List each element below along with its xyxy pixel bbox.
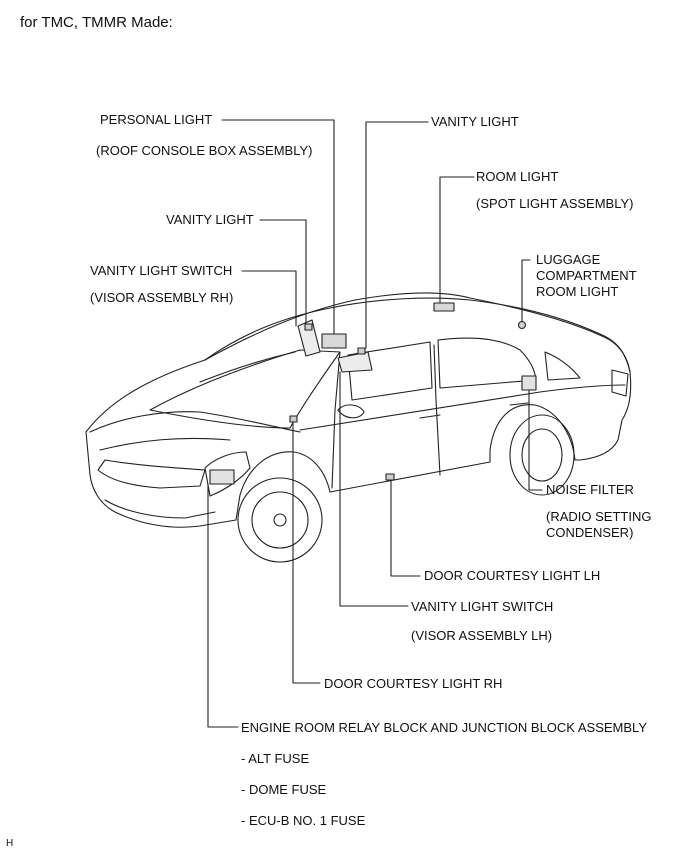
leader-room-light	[439, 176, 475, 304]
label-fuse-ecub: - ECU-B NO. 1 FUSE	[241, 813, 366, 828]
front-door-line	[331, 351, 341, 489]
label-vanity-light-top: VANITY LIGHT	[431, 114, 519, 129]
car-body-outline	[85, 292, 632, 528]
label-noise-filter-sub-1: (RADIO SETTING	[546, 509, 652, 524]
hood-crease	[99, 437, 231, 451]
label-personal-light: PERSONAL LIGHT	[100, 112, 213, 127]
label-noise-filter-sub-2: CONDENSER)	[546, 525, 634, 540]
vanity-light-lh	[357, 347, 366, 355]
rear-wheel	[509, 414, 575, 496]
leader-noise-filter	[528, 389, 543, 491]
leader-door-rh	[292, 421, 321, 684]
label-vanity-switch-rh-sub: (VISOR ASSEMBLY RH)	[90, 290, 234, 305]
door-courtesy-lh-part	[385, 473, 395, 481]
figure-code: H	[6, 838, 14, 849]
roof-console-box	[321, 333, 347, 349]
label-engine-room: ENGINE ROOM RELAY BLOCK AND JUNCTION BLO…	[241, 720, 647, 735]
side-mirror	[337, 404, 365, 419]
visor-rh	[297, 319, 321, 357]
headlight	[204, 451, 251, 497]
leader-vanity-switch-lh	[339, 371, 409, 607]
windshield	[149, 349, 341, 429]
hood	[89, 411, 301, 433]
leader-vanity-light-left	[259, 219, 307, 325]
label-noise-filter: NOISE FILTER	[546, 482, 634, 497]
label-personal-light-sub: (ROOF CONSOLE BOX ASSEMBLY)	[96, 143, 313, 158]
windshield-inner	[199, 351, 296, 383]
belt-line	[299, 384, 626, 431]
leader-luggage	[521, 259, 531, 322]
front-wheel-rim	[251, 491, 309, 549]
page-title: for TMC, TMMR Made:	[20, 14, 173, 31]
rear-door-line	[433, 344, 441, 476]
visor-lh	[337, 351, 373, 373]
label-door-courtesy-lh: DOOR COURTESY LIGHT LH	[424, 568, 601, 583]
label-luggage-3: ROOM LIGHT	[536, 284, 619, 299]
label-vanity-switch-lh-sub: (VISOR ASSEMBLY LH)	[411, 628, 553, 643]
label-vanity-switch-lh: VANITY LIGHT SWITCH	[411, 599, 554, 614]
door-handle-front	[419, 414, 441, 419]
trunk-lid	[599, 333, 631, 373]
vanity-light-rh	[304, 323, 313, 331]
label-luggage-2: COMPARTMENT	[536, 268, 637, 283]
roof-line	[204, 297, 601, 361]
room-spot-light	[433, 302, 455, 312]
luggage-light	[517, 320, 527, 330]
leader-vanity-switch-rh	[241, 270, 297, 327]
label-door-courtesy-rh: DOOR COURTESY LIGHT RH	[324, 676, 503, 691]
door-handle-rear	[509, 402, 529, 406]
rear-side-window	[437, 337, 537, 389]
rear-wheel-rim	[521, 428, 563, 482]
tail-light	[611, 369, 629, 397]
label-room-light: ROOM LIGHT	[476, 169, 559, 184]
front-side-window	[347, 341, 433, 401]
label-fuse-alt: - ALT FUSE	[241, 751, 310, 766]
label-vanity-switch-rh: VANITY LIGHT SWITCH	[90, 263, 233, 278]
grille	[97, 459, 206, 489]
front-wheel	[237, 477, 323, 563]
leader-personal-light	[221, 119, 335, 335]
noise-filter-part	[521, 375, 537, 391]
leader-door-lh	[390, 479, 421, 577]
engine-room-block	[209, 469, 235, 485]
leader-vanity-light-top	[365, 121, 429, 349]
front-wheel-hub	[273, 513, 287, 527]
label-fuse-dome: - DOME FUSE	[241, 782, 327, 797]
lower-grille	[104, 499, 216, 519]
label-vanity-light-left: VANITY LIGHT	[166, 212, 254, 227]
leader-engine-room	[207, 483, 239, 728]
label-room-light-sub: (SPOT LIGHT ASSEMBLY)	[476, 196, 634, 211]
quarter-window	[544, 351, 581, 381]
door-courtesy-rh-part	[289, 415, 298, 423]
label-luggage-1: LUGGAGE	[536, 252, 601, 267]
